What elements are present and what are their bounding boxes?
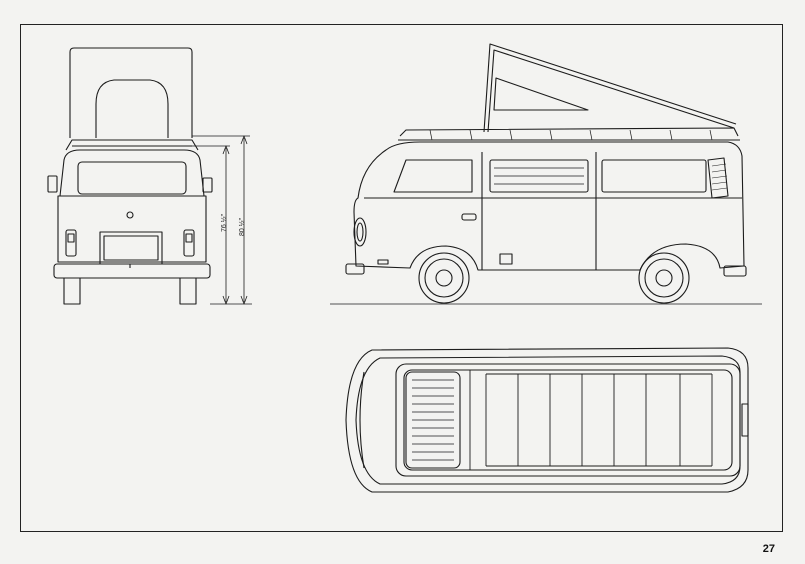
rear-view	[47, 47, 252, 305]
side-view	[330, 43, 762, 305]
page-frame	[20, 24, 783, 532]
top-view	[345, 347, 749, 493]
dimension-height-closed: 76 ½"	[221, 213, 228, 232]
page-number: 27	[762, 543, 775, 555]
dimension-height-open: 80 ½"	[239, 217, 246, 236]
